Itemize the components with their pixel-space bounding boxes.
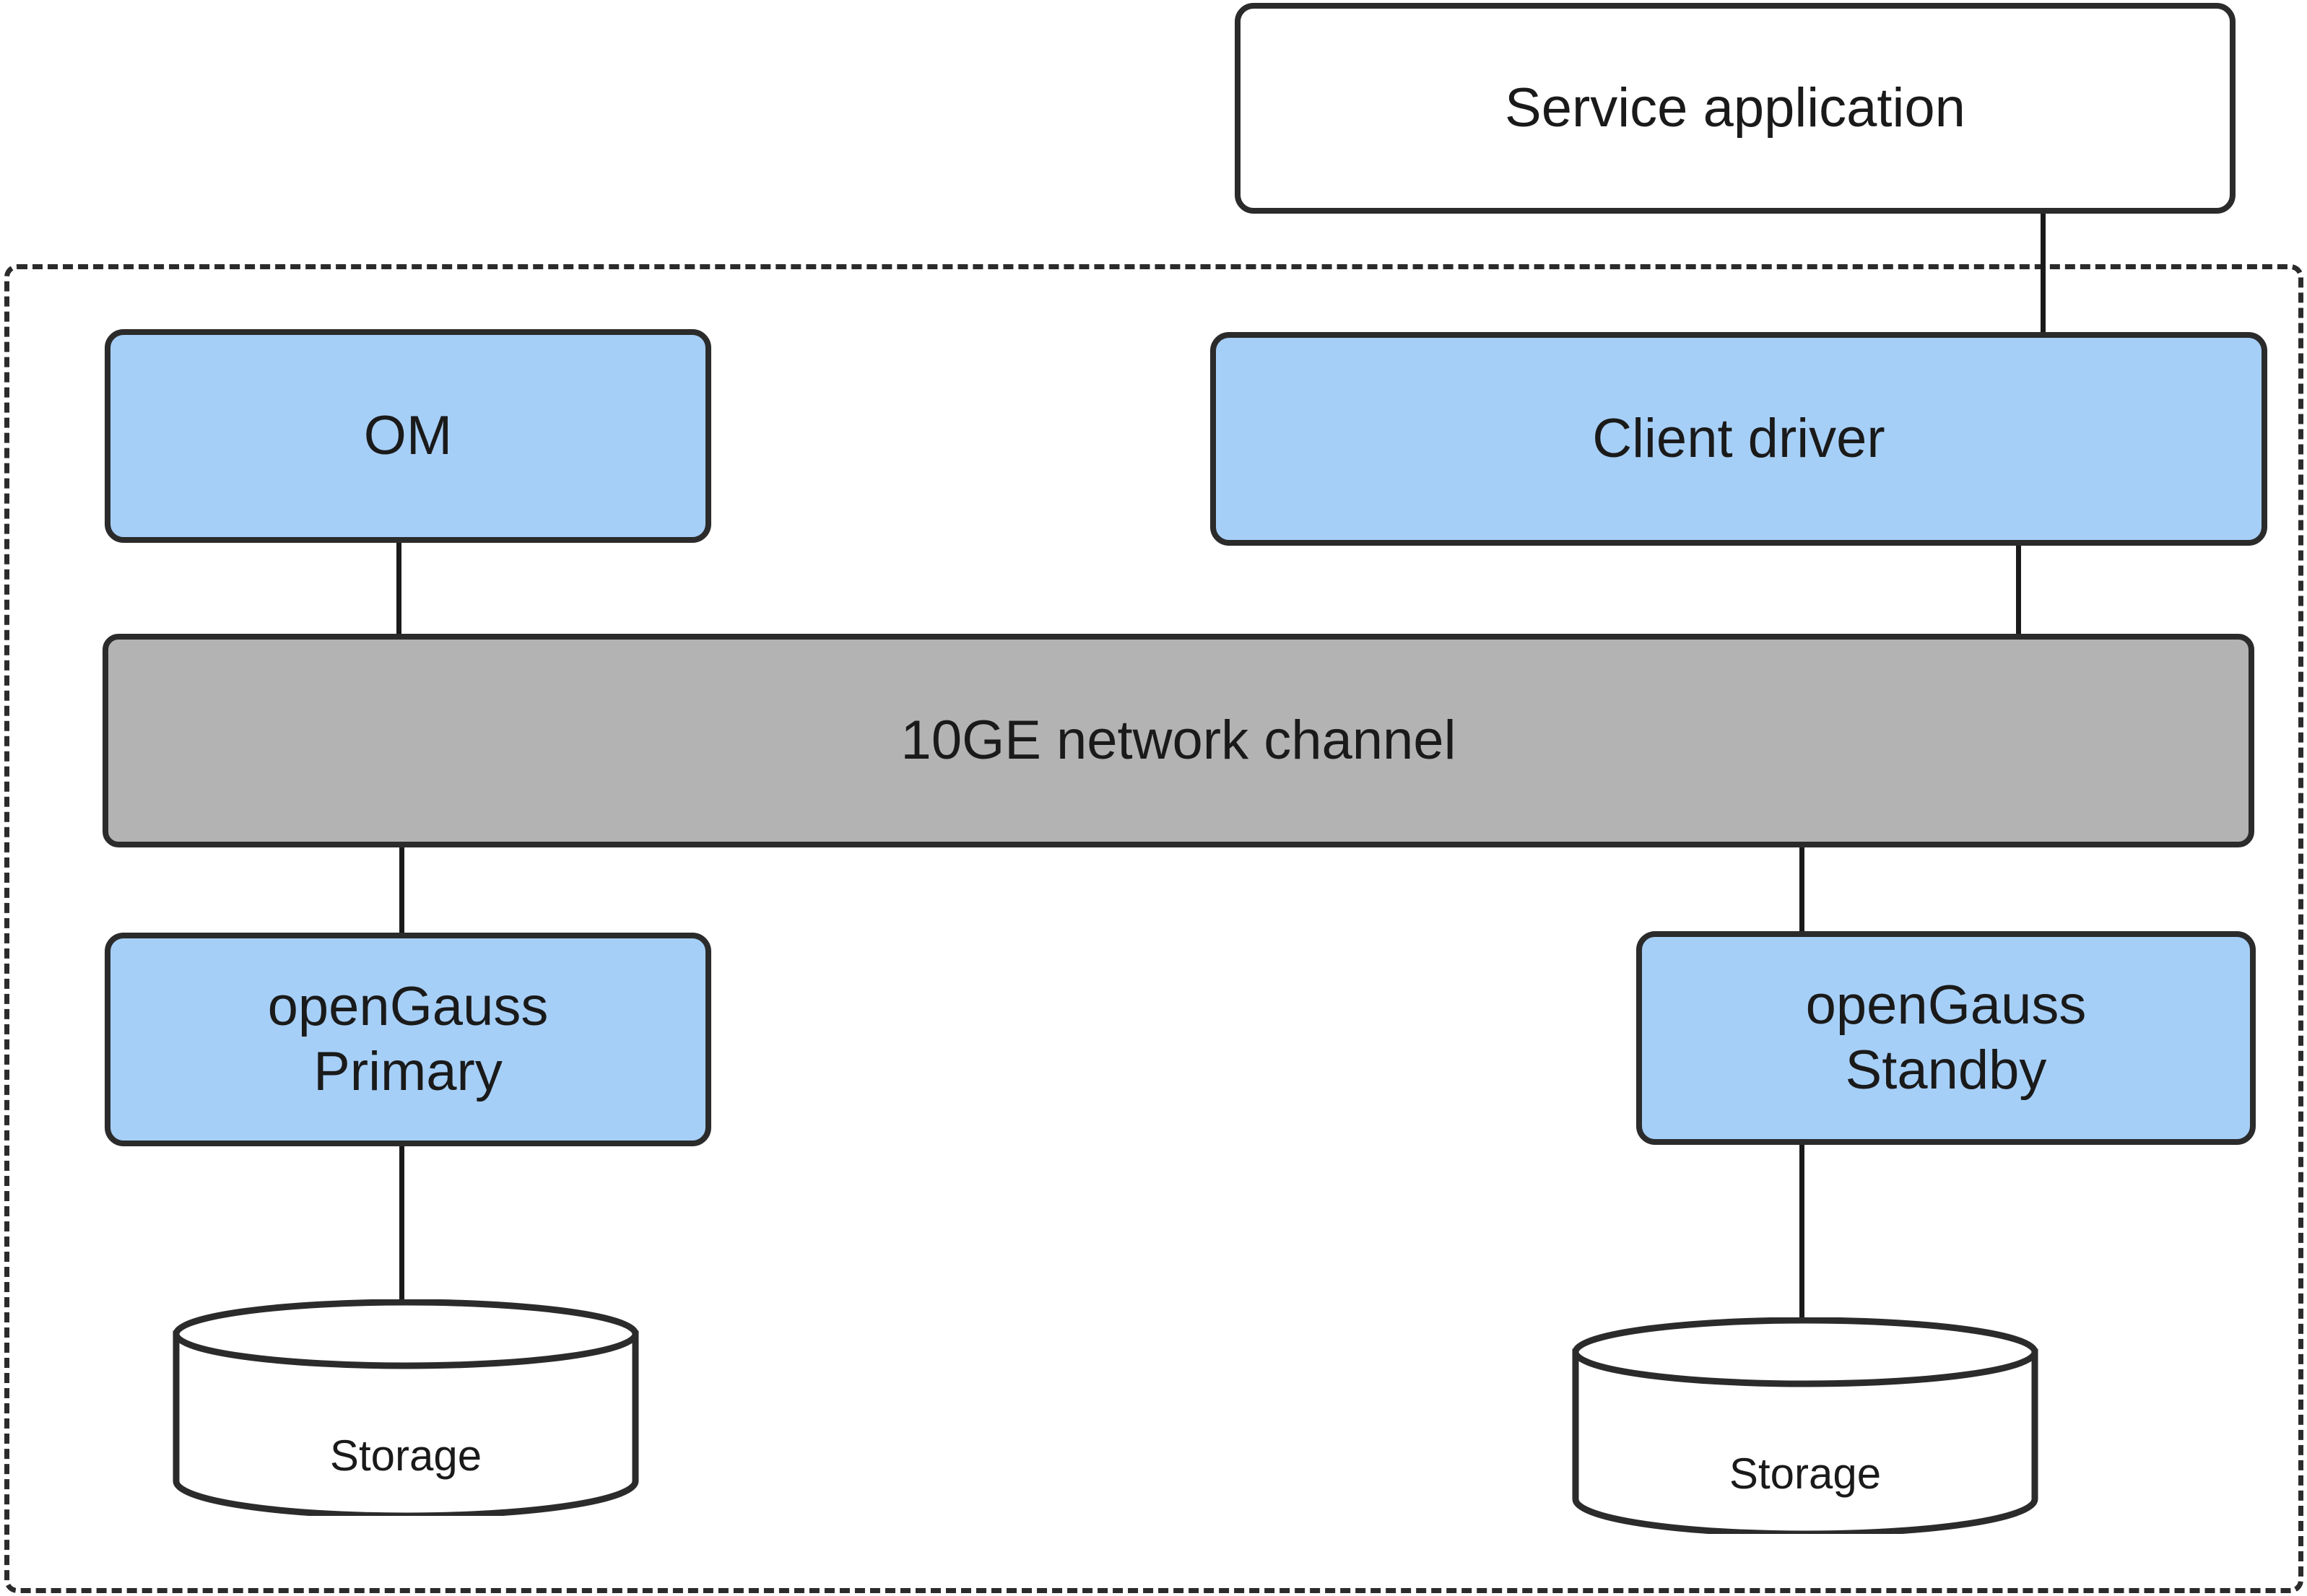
cluster-boundary	[4, 264, 2303, 1593]
node-network-channel[interactable]: 10GE network channel	[103, 634, 2254, 847]
node-client-driver[interactable]: Client driver	[1210, 332, 2267, 546]
edge-opengauss-primary-to-storage	[399, 1141, 404, 1314]
node-network-channel-label: 10GE network channel	[900, 710, 1456, 772]
node-om[interactable]: OM	[105, 329, 711, 543]
node-om-label: OM	[363, 405, 453, 467]
node-service-application[interactable]: Service application	[1235, 3, 2236, 214]
node-service-application-label: Service application	[1505, 77, 1965, 139]
edge-om-to-network-channel	[396, 540, 401, 641]
node-storage-primary-label: Storage	[329, 1431, 482, 1480]
node-client-driver-label: Client driver	[1592, 408, 1885, 470]
edge-opengauss-standby-to-storage	[1799, 1141, 1804, 1327]
node-opengauss-primary-label: openGauss Primary	[267, 976, 549, 1102]
node-opengauss-standby-label: openGauss Standby	[1805, 974, 2087, 1101]
node-storage-standby[interactable]: Storage	[1570, 1317, 2040, 1534]
edge-service-application-to-client-driver	[2041, 211, 2046, 339]
cylinder-shape-primary	[173, 1299, 639, 1516]
edge-network-channel-to-opengauss-standby	[1799, 843, 1804, 938]
cylinder-shape-standby	[1572, 1317, 2038, 1534]
edge-client-driver-to-network-channel	[2016, 543, 2021, 641]
node-opengauss-standby[interactable]: openGauss Standby	[1636, 931, 2256, 1145]
node-storage-standby-label: Storage	[1729, 1449, 1882, 1498]
node-storage-primary[interactable]: Storage	[171, 1299, 640, 1516]
edge-network-channel-to-opengauss-primary	[399, 843, 404, 938]
node-opengauss-primary[interactable]: openGauss Primary	[105, 933, 711, 1146]
